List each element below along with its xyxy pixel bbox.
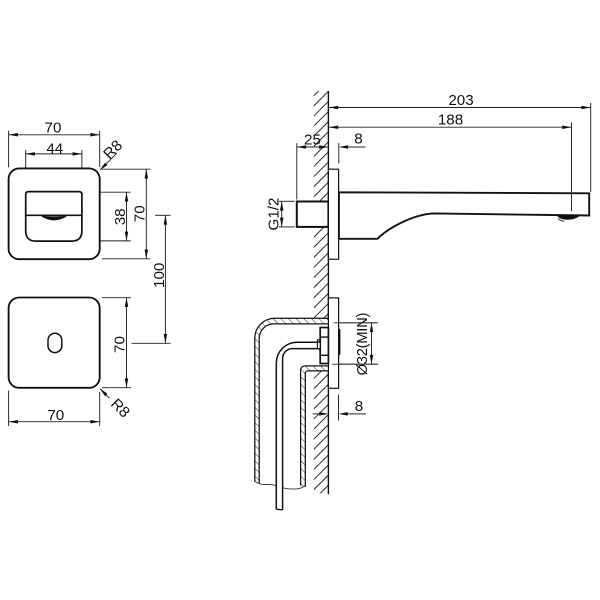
svg-text:70: 70 (131, 205, 148, 222)
svg-text:188: 188 (438, 111, 463, 128)
svg-text:8: 8 (355, 398, 363, 415)
svg-text:38: 38 (112, 208, 129, 225)
svg-text:25: 25 (304, 131, 321, 148)
svg-text:70: 70 (45, 119, 62, 136)
svg-text:70: 70 (47, 407, 64, 424)
svg-text:Ø32(MIN): Ø32(MIN) (354, 313, 371, 376)
svg-text:70: 70 (112, 336, 129, 353)
svg-text:8: 8 (354, 130, 362, 147)
svg-text:44: 44 (46, 140, 63, 157)
svg-text:203: 203 (448, 92, 473, 109)
svg-text:100: 100 (151, 263, 168, 288)
svg-text:G1/2: G1/2 (265, 198, 282, 231)
